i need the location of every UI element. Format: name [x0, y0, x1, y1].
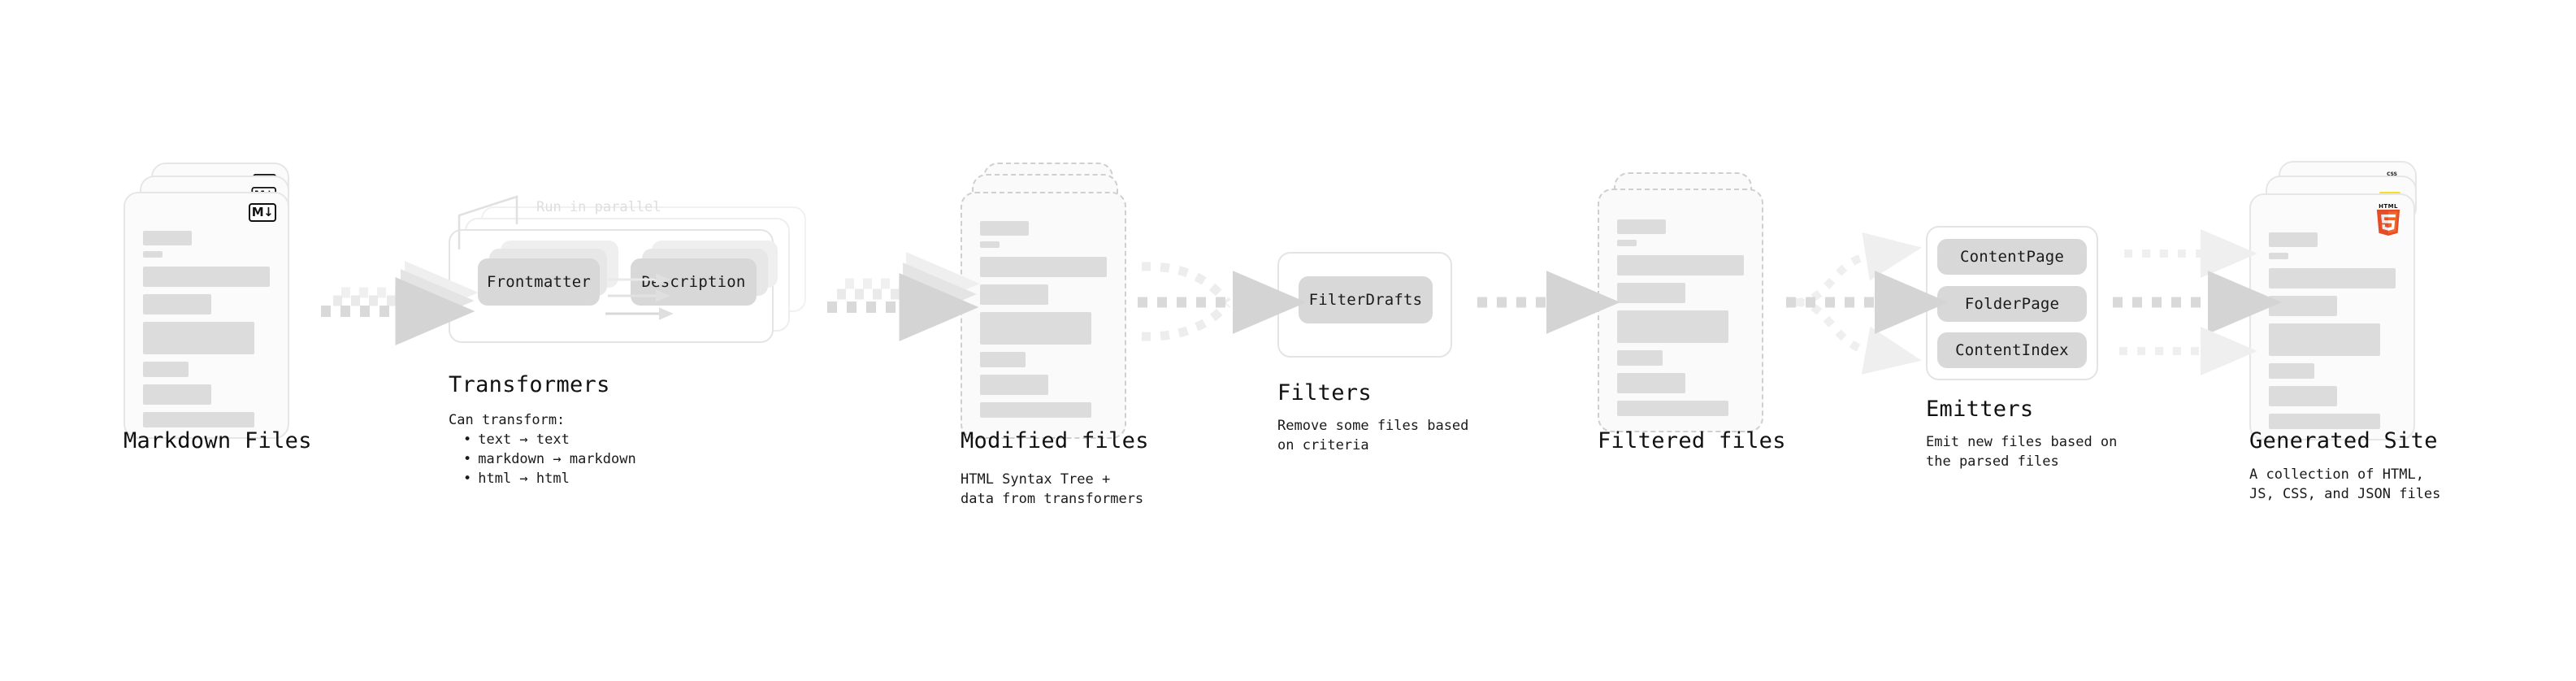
- emitter-node-label: FolderPage: [1964, 295, 2060, 313]
- list-item: html → html: [463, 469, 636, 488]
- stage-emitters: ContentPage FolderPage ContentIndex: [1926, 226, 2113, 388]
- stage-generated-site: CSS HTML: [2249, 161, 2452, 470]
- label-emitters: Emitters: [1926, 397, 2034, 422]
- emitter-node-folderpage[interactable]: FolderPage: [1937, 286, 2087, 322]
- modified-files-subtitle: HTML Syntax Tree + data from transformer…: [961, 471, 1144, 507]
- emitters-subtitle: Emit new files based on the parsed files: [1926, 434, 2118, 470]
- label-filtered-files: Filtered files: [1598, 428, 1786, 453]
- connector-emitters-to-site: [2113, 229, 2282, 375]
- transformer-node-label: Description: [641, 273, 746, 291]
- transformer-node-frontmatter[interactable]: Frontmatter: [478, 258, 600, 306]
- filtered-doc-front: [1598, 189, 1763, 432]
- emitter-node-contentindex[interactable]: ContentIndex: [1937, 332, 2087, 368]
- transformer-node-description[interactable]: Description: [631, 258, 757, 306]
- label-generated-site: Generated Site: [2249, 428, 2438, 453]
- doc-skeleton: [143, 231, 270, 427]
- html5-shield-icon: [2376, 210, 2400, 236]
- stage-filtered-files: [1598, 163, 1793, 471]
- label-filters: Filters: [1277, 380, 1372, 406]
- markdown-badge-icon: M↓: [249, 203, 276, 222]
- emitter-node-contentpage[interactable]: ContentPage: [1937, 239, 2087, 275]
- modified-doc-front: [961, 192, 1126, 439]
- stage-filters: FilterDrafts: [1277, 252, 1456, 358]
- connector-transformers-to-modified: [827, 252, 980, 341]
- doc-skeleton: [980, 221, 1107, 418]
- transformers-subtitle: Can transform: text → text markdown → ma…: [449, 410, 636, 488]
- filter-node-label: FilterDrafts: [1308, 291, 1423, 309]
- run-in-parallel-annotation: Run in parallel: [536, 199, 661, 215]
- connector-md-to-transformers: [321, 261, 479, 345]
- site-doc-front: HTML: [2249, 193, 2415, 440]
- generated-site-subtitle: A collection of HTML, JS, CSS, and JSON …: [2249, 466, 2441, 502]
- label-transformers: Transformers: [449, 372, 610, 397]
- transformers-capability-list: text → text markdown → markdown html → h…: [449, 430, 636, 488]
- stage-markdown-files: M↓ M↓ M↓: [124, 163, 319, 471]
- css-badge-label: CSS: [2387, 171, 2397, 177]
- filter-node-filterdrafts[interactable]: FilterDrafts: [1299, 276, 1433, 323]
- markdown-badge-label: M↓: [251, 205, 274, 219]
- label-modified-files: Modified files: [961, 428, 1149, 453]
- doc-skeleton: [2269, 232, 2396, 429]
- connector-filtered-to-emitters: [1786, 232, 1949, 375]
- list-item: markdown → markdown: [463, 449, 635, 469]
- markdown-doc-front: M↓: [124, 192, 289, 439]
- list-item: text → text: [463, 430, 636, 449]
- stage-modified-files: [961, 163, 1156, 471]
- stage-transformers: Frontmatter Description: [449, 195, 822, 358]
- transformers-subtitle-lead: Can transform:: [449, 412, 566, 428]
- emitter-node-label: ContentIndex: [1955, 341, 2069, 359]
- label-markdown-files: Markdown Files: [124, 428, 312, 453]
- emitter-node-label: ContentPage: [1959, 248, 2065, 266]
- html5-icon-caption: HTML: [2379, 203, 2398, 210]
- filters-subtitle: Remove some files based on criteria: [1277, 418, 1469, 453]
- html5-icon: HTML: [2374, 203, 2402, 236]
- transformer-node-label: Frontmatter: [486, 273, 592, 291]
- doc-skeleton: [1617, 219, 1744, 416]
